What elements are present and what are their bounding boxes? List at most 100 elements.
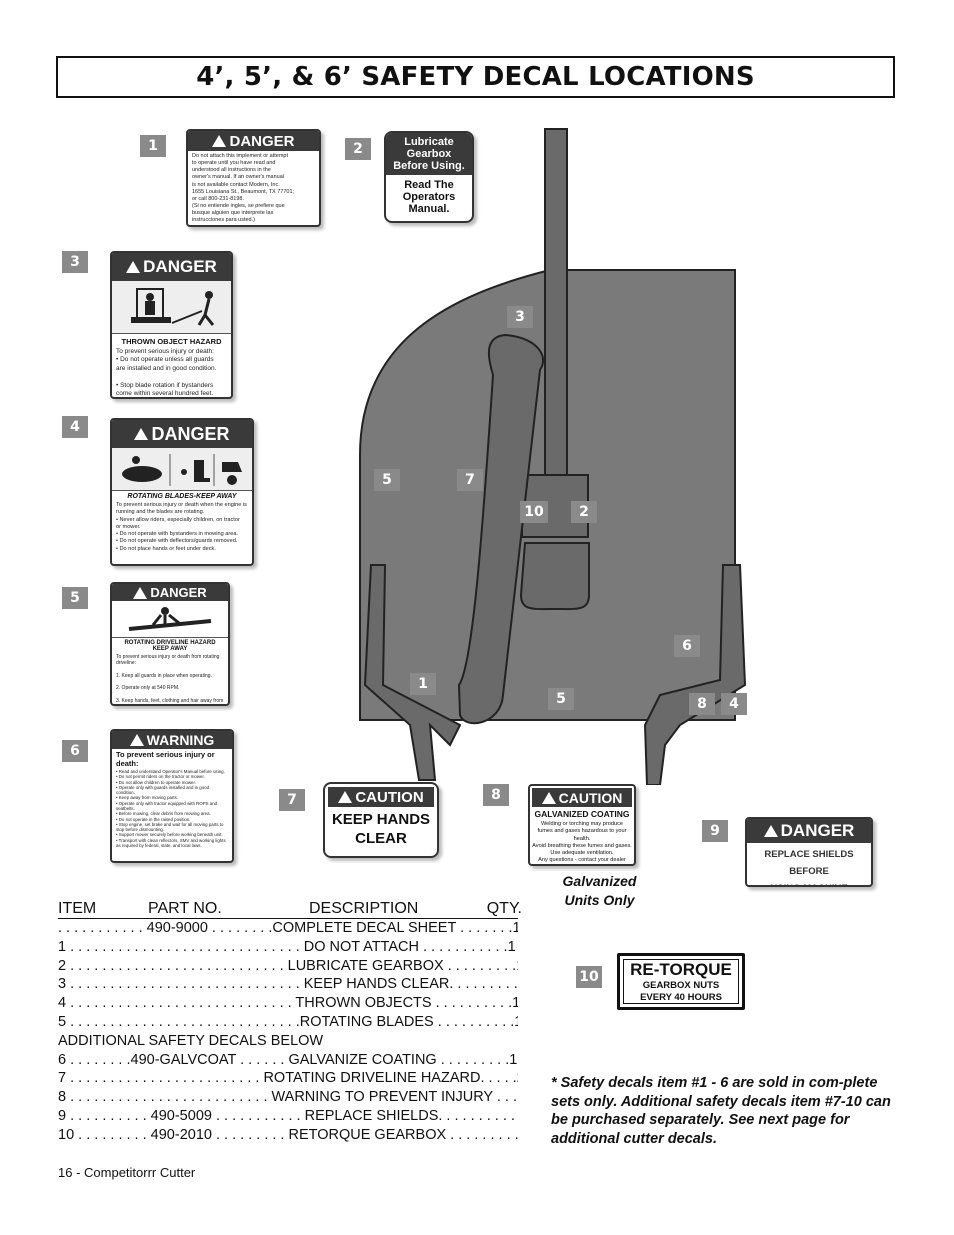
left-shield	[363, 564, 462, 781]
decal-2-lubricate-text: Lubricate Gearbox Before Using.	[386, 133, 472, 175]
decal-number-5: 5	[62, 587, 88, 609]
decal-1-header: DANGER	[188, 131, 319, 151]
warning-triangle-icon	[212, 135, 227, 147]
page-title-box: 4’, 5’, & 6’ SAFETY DECAL LOCATIONS	[56, 56, 895, 98]
decal-10-header: RE-TORQUE	[630, 960, 732, 979]
decal-7-body: KEEP HANDS CLEAR	[331, 811, 431, 847]
table-row: 5 . . . . . . . . . . . . . . . . . . . …	[58, 1013, 518, 1032]
decal-3-subtitle: THROWN OBJECT HAZARD	[121, 337, 222, 346]
table-row-text: 6 . . . . . . . .490-GALVCOAT . . . . . …	[58, 1051, 518, 1068]
table-row-text: 2 . . . . . . . . . . . . . . . . . . . …	[58, 957, 518, 974]
galvanized-units-note: Galvanized Units Only	[562, 873, 637, 908]
decal-2-read-manual-text: Read The Operators Manual.	[402, 179, 456, 215]
table-row-text: 8 . . . . . . . . . . . . . . . . . . . …	[58, 1089, 518, 1106]
safety-decals-note: * Safety decals item #1 - 6 are sold in …	[551, 1075, 891, 1147]
decal-number-3: 3	[62, 251, 88, 273]
decal-7-keep-hands-clear: CAUTION KEEP HANDS CLEAR	[323, 782, 439, 858]
decal-5-subtitle: ROTATING DRIVELINE HAZARD KEEP AWAY	[124, 640, 216, 652]
decal-6-warning: WARNING To prevent serious injury or dea…	[110, 729, 234, 863]
decal-number-7: 7	[279, 789, 305, 811]
decal-number-10: 10	[576, 966, 602, 988]
parts-table-header: ITEM PART NO. DESCRIPTION QTY.	[58, 896, 522, 919]
diagram-label-3: 3	[507, 306, 533, 328]
right-shield	[643, 564, 747, 785]
table-row: . . . . . . . . . . . 490-9000 . . . . .…	[58, 919, 518, 938]
table-row: 7 . . . . . . . . . . . . . . . . . . . …	[58, 1069, 518, 1088]
table-row-text: ADDITIONAL SAFETY DECALS BELOW	[58, 1032, 324, 1049]
table-row: 1 . . . . . . . . . . . . . . . . . . . …	[58, 938, 518, 957]
driveline-entanglement-pictogram-icon	[112, 601, 228, 638]
decal-3-header: DANGER	[112, 253, 231, 281]
decal-1-do-not-attach: DANGER Do not attach this implement or a…	[186, 129, 321, 227]
decal-number-9: 9	[702, 820, 728, 842]
gearbox-base	[519, 542, 590, 611]
decal-5-rotating-driveline: DANGER ROTATING DRIVELINE HAZARD KEEP AW…	[110, 582, 230, 706]
table-row-text: 7 . . . . . . . . . . . . . . . . . . . …	[58, 1070, 518, 1087]
table-row-text: 1 . . . . . . . . . . . . . . . . . . . …	[58, 938, 516, 955]
decal-8-body: Welding or torching may produce fumes an…	[532, 821, 632, 864]
driveline-shaft	[544, 128, 568, 490]
table-row-text: 9 . . . . . . . . . . 490-5009 . . . . .…	[58, 1107, 518, 1124]
decal-2-lubricate-gearbox: Lubricate Gearbox Before Using. Read The…	[384, 131, 474, 223]
decal-3-thrown-object: DANGER THROWN OBJECT HAZARD To prevent s…	[110, 251, 233, 399]
cutter-top-view-diagram	[359, 128, 747, 785]
decal-8-subtitle: GALVANIZED COATING	[534, 809, 630, 819]
table-row-text: . . . . . . . . . . . 490-9000 . . . . .…	[58, 920, 518, 936]
table-row: 10 . . . . . . . . . 490-2010 . . . . . …	[58, 1126, 518, 1145]
diagram-label-1: 1	[410, 673, 436, 695]
column-header-part-no: PART NO.	[148, 900, 222, 917]
decal-5-body: To prevent serious injury or death from …	[116, 654, 224, 704]
warning-triangle-icon	[134, 428, 149, 440]
decal-1-body: Do not attach this implement or attempt …	[192, 153, 295, 224]
table-row-text: 5 . . . . . . . . . . . . . . . . . . . …	[58, 1013, 518, 1030]
parts-table-rows: . . . . . . . . . . . 490-9000 . . . . .…	[58, 919, 518, 1145]
decal-4-header: DANGER	[112, 420, 252, 448]
column-header-qty: QTY.	[486, 900, 522, 917]
page-footer: 16 - Competitorrr Cutter	[58, 1165, 196, 1180]
diagram-label-8: 8	[689, 693, 715, 715]
decal-4-subtitle: ROTATING BLADES-KEEP AWAY	[127, 493, 237, 500]
decal-9-body: REPLACE SHIELDS BEFORE USING MACHINE	[764, 849, 854, 885]
column-header-item: ITEM	[58, 900, 97, 917]
decal-9-replace-shields: DANGER REPLACE SHIELDS BEFORE USING MACH…	[745, 817, 873, 887]
rotating-blades-pictogram-icon	[112, 448, 252, 491]
warning-triangle-icon	[541, 791, 556, 804]
thrown-object-pictogram-icon	[112, 281, 231, 334]
decal-4-rotating-blades: DANGER ROTATING BLADES-KEEP AWAY To prev…	[110, 418, 254, 566]
diagram-label-5-upper: 5	[374, 469, 400, 491]
decal-4-body: To prevent serious injury or death when …	[116, 502, 247, 552]
decal-8-header: CAUTION	[532, 788, 632, 807]
decal-9-header: DANGER	[747, 819, 871, 843]
table-row: 9 . . . . . . . . . . 490-5009 . . . . .…	[58, 1107, 518, 1126]
decal-number-2: 2	[345, 138, 371, 160]
parts-table: ITEM PART NO. DESCRIPTION QTY. . . . . .…	[58, 896, 522, 1145]
table-row: 3 . . . . . . . . . . . . . . . . . . . …	[58, 975, 518, 994]
table-row-text: 4 . . . . . . . . . . . . . . . . . . . …	[58, 995, 518, 1012]
decal-6-body: • Read and understand Operator's Manual …	[116, 769, 226, 848]
table-row: 4 . . . . . . . . . . . . . . . . . . . …	[58, 994, 518, 1013]
column-header-description: DESCRIPTION	[309, 900, 419, 917]
diagram-label-6: 6	[674, 635, 700, 657]
decal-6-header: WARNING	[112, 731, 232, 749]
decal-6-subtitle: To prevent serious injury or death:	[116, 750, 215, 768]
decal-number-1: 1	[140, 135, 166, 157]
warning-triangle-icon	[129, 734, 144, 746]
decal-number-8: 8	[483, 784, 509, 806]
diagram-label-5-lower: 5	[548, 688, 574, 710]
decal-3-body: To prevent serious injury or death: • Do…	[116, 348, 217, 398]
diagram-label-10: 10	[520, 501, 548, 523]
decal-number-4: 4	[62, 416, 88, 438]
diagram-label-7: 7	[457, 469, 483, 491]
warning-triangle-icon	[338, 791, 353, 803]
diagram-label-2: 2	[571, 501, 597, 523]
table-row-text: 3 . . . . . . . . . . . . . . . . . . . …	[58, 976, 518, 993]
table-row: 8 . . . . . . . . . . . . . . . . . . . …	[58, 1088, 518, 1107]
tongue-hitch	[457, 333, 545, 725]
decal-7-header: CAUTION	[328, 787, 434, 807]
warning-triangle-icon	[763, 825, 778, 837]
decal-5-header: DANGER	[112, 584, 228, 601]
decal-8-galvanized-coating: CAUTION GALVANIZED COATING Welding or to…	[528, 784, 636, 866]
diagram-label-4: 4	[721, 693, 747, 715]
decal-10-retorque: RE-TORQUE GEARBOX NUTS EVERY 40 HOURS	[617, 953, 745, 1010]
table-row: 6 . . . . . . . .490-GALVCOAT . . . . . …	[58, 1051, 518, 1070]
